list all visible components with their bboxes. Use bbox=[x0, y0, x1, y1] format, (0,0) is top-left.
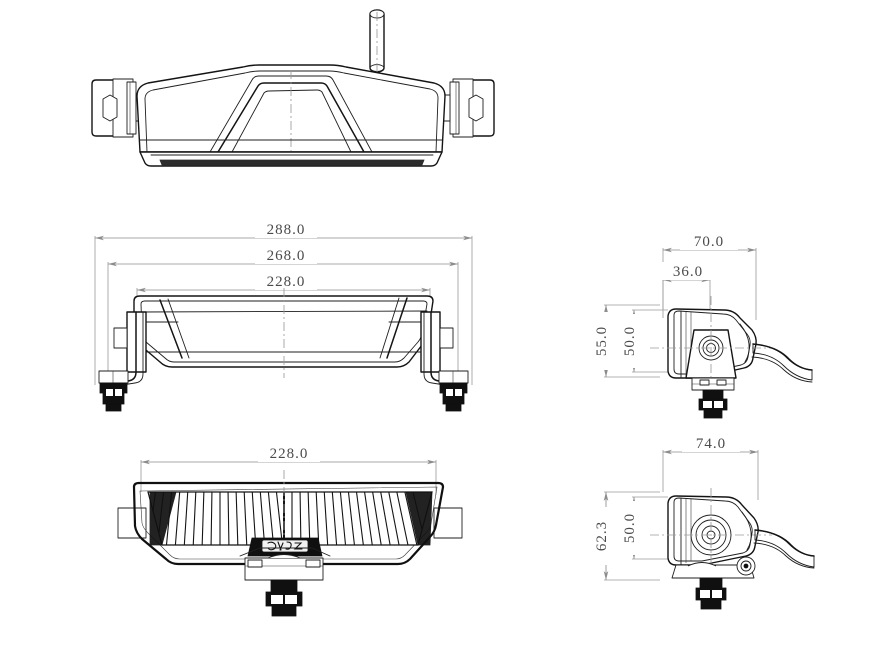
lamp-housing-front bbox=[133, 288, 434, 378]
pivot-boss-lower bbox=[650, 488, 772, 590]
dim-50-lower-label: 50.0 bbox=[622, 513, 638, 543]
logo-badge bbox=[247, 537, 323, 557]
dimension-bracket-span: 268.0 bbox=[107, 246, 459, 380]
lamp-housing-bottom bbox=[132, 470, 445, 576]
dimension-height-55: 55.0 bbox=[594, 304, 660, 378]
bottom-right-tab bbox=[433, 507, 463, 539]
bottom-center-mount bbox=[244, 554, 324, 617]
dim-62-3-label: 62.3 bbox=[594, 521, 610, 551]
view-side-upper: 70.0 36.0 55.0 50.0 bbox=[594, 232, 813, 419]
dim-55-label: 55.0 bbox=[594, 326, 610, 356]
dimension-height-623: 62.3 bbox=[594, 491, 660, 581]
view-bottom: 228.0 bbox=[117, 444, 463, 617]
dim-50-upper-label: 50.0 bbox=[622, 326, 638, 356]
lamp-body-side-lower bbox=[650, 488, 815, 610]
dimension-height-50-lower: 50.0 bbox=[622, 496, 668, 560]
dimension-overall-width: 288.0 bbox=[94, 220, 473, 385]
dim-36-label: 36.0 bbox=[673, 264, 703, 280]
left-bracket-front bbox=[98, 311, 179, 412]
dim-70-label: 70.0 bbox=[694, 234, 724, 250]
dim-268-label: 268.0 bbox=[267, 248, 306, 264]
dimension-body-width: 228.0 bbox=[140, 444, 437, 495]
right-bolt-assembly bbox=[438, 370, 469, 412]
dimension-height-50-upper: 50.0 bbox=[622, 309, 668, 373]
view-front: 288.0 268.0 228.0 bbox=[94, 220, 473, 412]
dim-288-label: 288.0 bbox=[267, 222, 306, 238]
dimension-lens-width: 228.0 bbox=[136, 272, 431, 330]
dimension-depth-70: 70.0 bbox=[662, 232, 757, 320]
bottom-left-tab bbox=[117, 507, 147, 539]
pivot-bracket-upper bbox=[650, 296, 772, 400]
dim-74-label: 74.0 bbox=[696, 436, 726, 452]
dimension-depth-74: 74.0 bbox=[662, 434, 759, 500]
view-side-lower: 74.0 62.3 50.0 bbox=[594, 434, 815, 610]
dim-228-bottom-label: 228.0 bbox=[270, 446, 309, 462]
lamp-housing-top bbox=[136, 64, 446, 167]
right-bracket-front bbox=[388, 311, 469, 412]
lamp-body-side-upper bbox=[650, 296, 813, 419]
view-top bbox=[91, 9, 495, 167]
dim-228-front-label: 228.0 bbox=[267, 274, 306, 290]
left-mount-bracket bbox=[91, 78, 144, 138]
cable-stub bbox=[369, 9, 385, 73]
right-mount-bracket bbox=[442, 78, 495, 138]
mount-bracket-lower bbox=[671, 556, 756, 610]
left-bolt-assembly bbox=[98, 370, 129, 412]
